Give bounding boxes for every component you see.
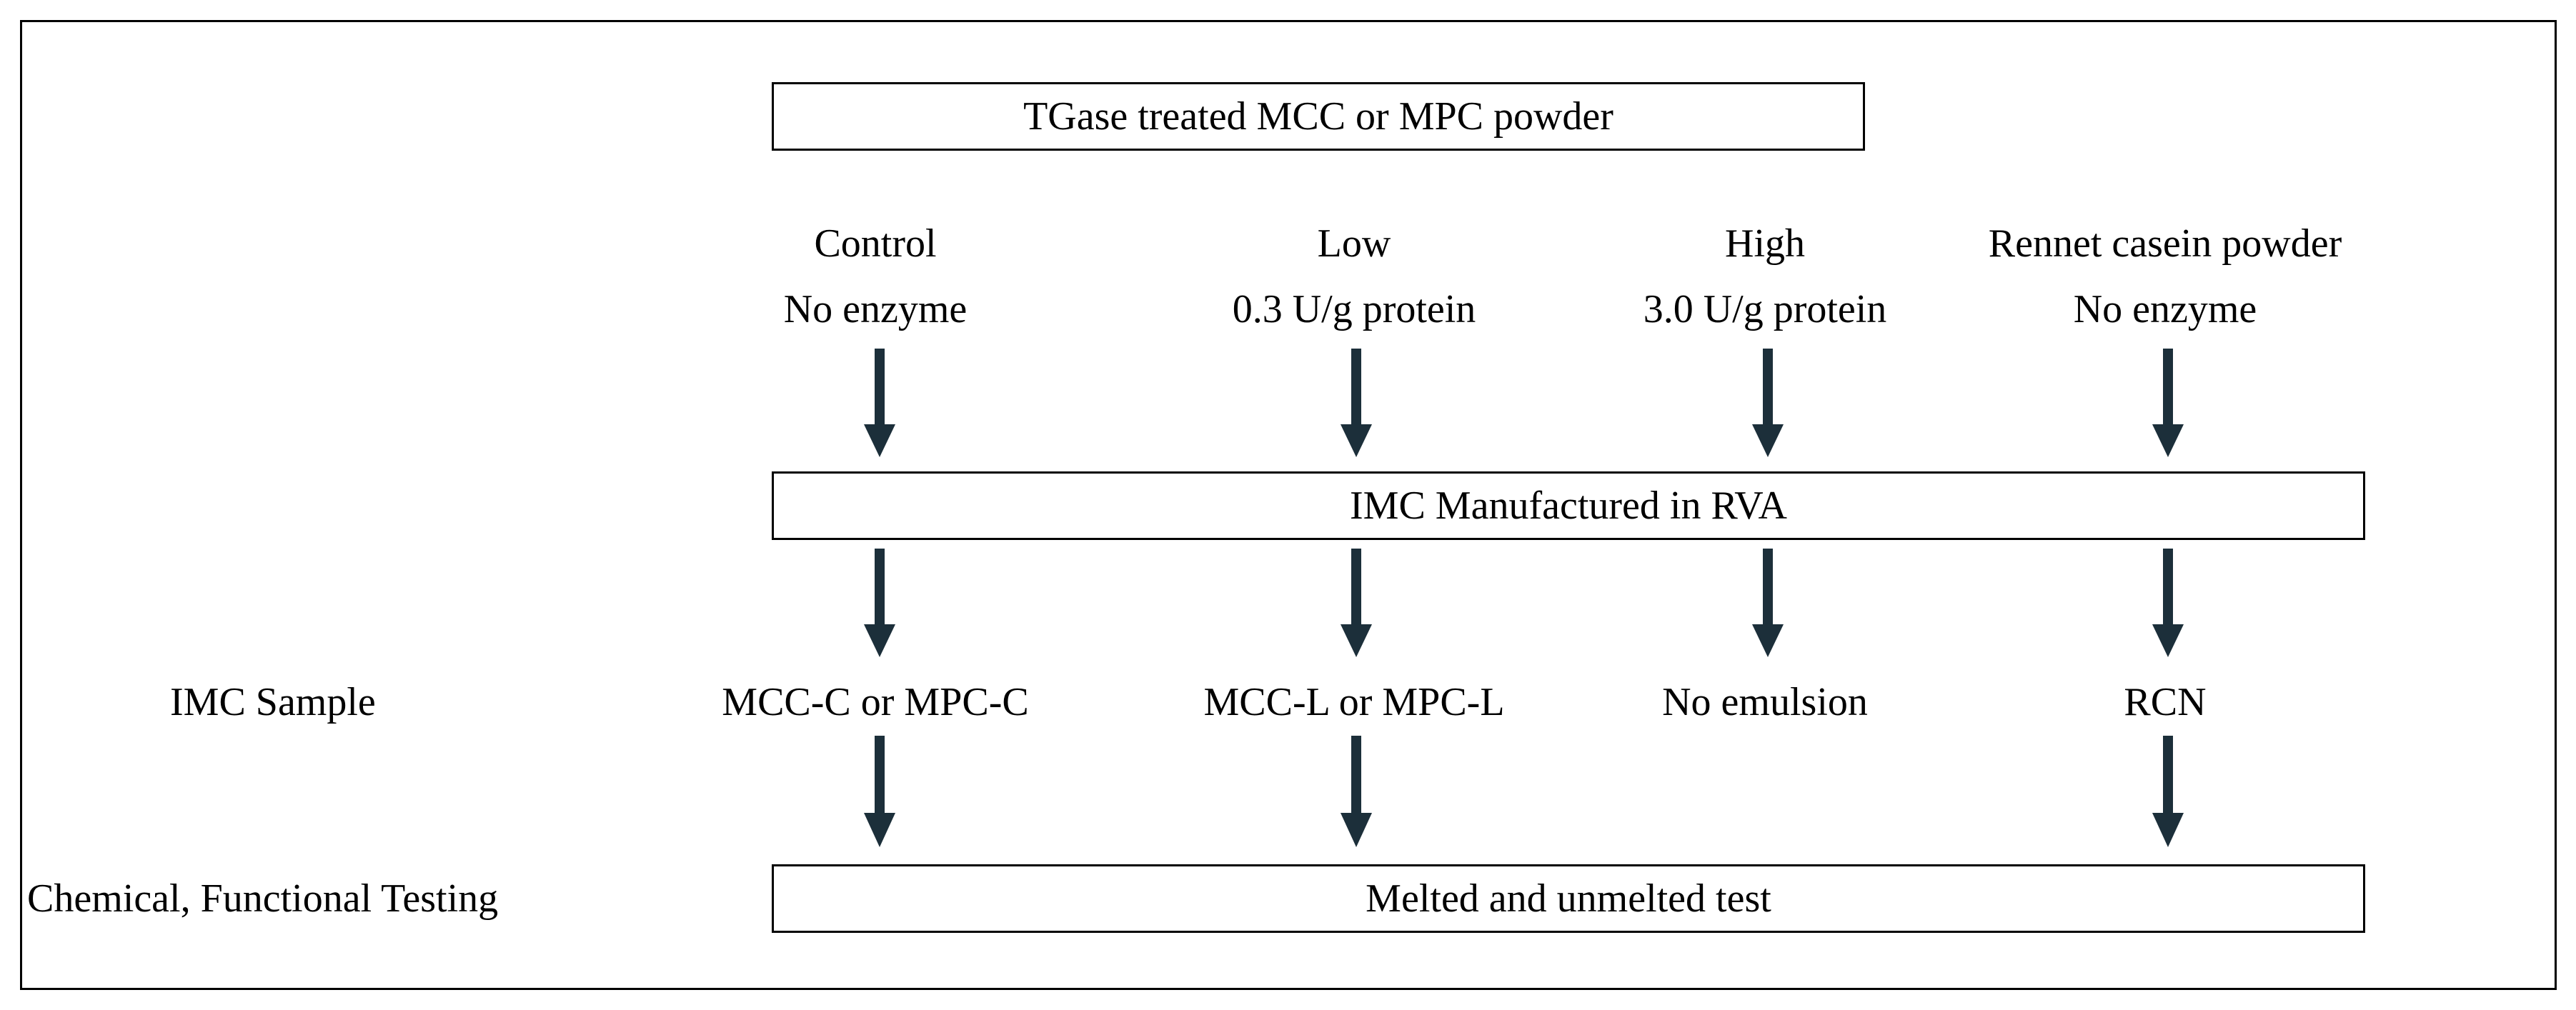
treatment-high-name: High: [1725, 221, 1805, 266]
arrow-control-sample-to-test: [864, 736, 895, 847]
arrow-process-to-high-sample: [1752, 549, 1784, 657]
process-box: IMC Manufactured in RVA: [772, 471, 2365, 540]
process-box-label: IMC Manufactured in RVA: [1350, 484, 1787, 528]
sample-rennet: RCN: [2124, 680, 2207, 724]
arrow-process-to-rennet-sample: [2152, 549, 2184, 657]
sample-high: No emulsion: [1662, 680, 1868, 724]
sample-row-label: IMC Sample: [170, 680, 376, 724]
sample-low: MCC-L or MPC-L: [1203, 680, 1505, 724]
test-box-label: Melted and unmelted test: [1366, 876, 1771, 921]
arrow-control-to-process: [864, 349, 895, 457]
treatment-low-detail: 0.3 U/g protein: [1232, 287, 1476, 331]
top-box-label: TGase treated MCC or MPC powder: [1023, 94, 1613, 139]
treatment-high-detail: 3.0 U/g protein: [1643, 287, 1887, 331]
arrow-rennet-sample-to-test: [2152, 736, 2184, 847]
arrow-process-to-control-sample: [864, 549, 895, 657]
treatment-control-name: Control: [814, 221, 937, 266]
treatment-low-name: Low: [1317, 221, 1391, 266]
arrow-rennet-to-process: [2152, 349, 2184, 457]
arrow-low-sample-to-test: [1341, 736, 1372, 847]
arrow-low-to-process: [1341, 349, 1372, 457]
treatment-rennet-name: Rennet casein powder: [1988, 221, 2342, 266]
top-box: TGase treated MCC or MPC powder: [772, 82, 1865, 151]
test-box: Melted and unmelted test: [772, 864, 2365, 933]
treatment-rennet-detail: No enzyme: [2073, 287, 2257, 331]
sample-control: MCC-C or MPC-C: [722, 680, 1029, 724]
arrow-high-to-process: [1752, 349, 1784, 457]
arrow-process-to-low-sample: [1341, 549, 1372, 657]
treatment-control-detail: No enzyme: [783, 287, 968, 331]
testing-row-label: Chemical, Functional Testing: [27, 876, 499, 921]
